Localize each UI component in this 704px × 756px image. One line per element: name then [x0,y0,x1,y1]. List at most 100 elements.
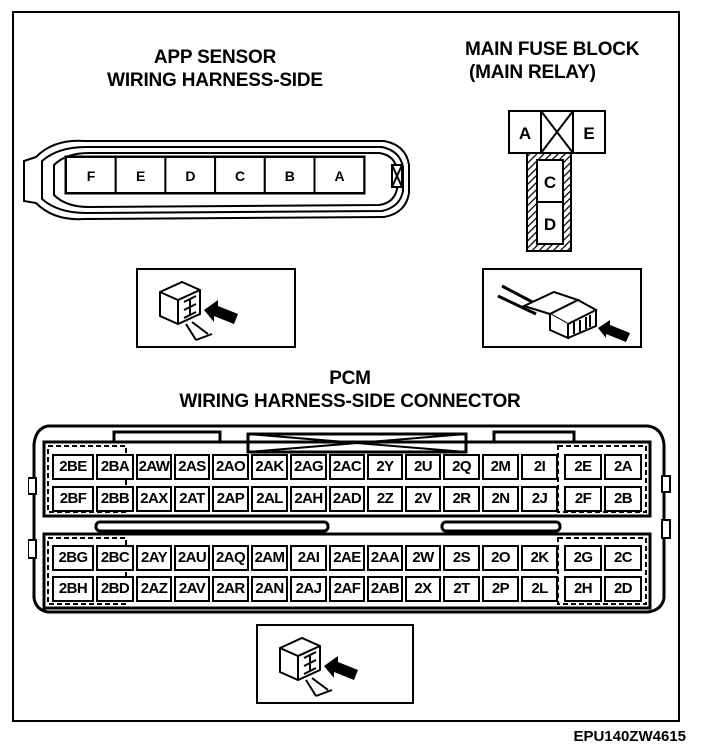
pcm-terminal-2AY: 2AY [136,545,172,571]
pcm-terminal-2AQ: 2AQ [212,545,249,571]
pcm-terminal-2AI: 2AI [290,545,327,571]
svg-text:D: D [185,168,195,184]
pcm-connector-housing [28,424,671,614]
pcm-terminal-2BB: 2BB [96,486,134,512]
main-relay-connector: A E CD [508,110,606,252]
diagram-frame [12,11,680,722]
pcm-terminal-2S: 2S [443,545,480,571]
pcm-terminal-2C: 2C [604,545,642,571]
connector-wire-side-view-icon [497,284,630,342]
pcm-terminal-2U: 2U [405,454,441,480]
relay-terminal-A: A [508,110,542,154]
app-terminal-E: E [114,156,167,194]
pcm-terminal-2BE: 2BE [52,454,94,480]
pcm-terminal-2G: 2G [564,545,602,571]
figure-reference-code: EPU140ZW4615 [573,728,686,745]
svg-text:C: C [544,173,556,192]
relay-terminal-D: D [536,201,564,245]
app-terminal-F: F [65,156,117,194]
pcm-terminal-2AO: 2AO [212,454,249,480]
pcm-terminal-2AN: 2AN [251,576,288,602]
svg-text:B: B [285,168,295,184]
pcm-terminal-2AK: 2AK [251,454,288,480]
pcm-terminal-2Z: 2Z [367,486,403,512]
pcm-title: PCM WIRING HARNESS-SIDE CONNECTOR [120,367,580,413]
pcm-terminal-2AP: 2AP [212,486,249,512]
pcm-terminal-2BF: 2BF [52,486,94,512]
relay-blocked-cell [540,110,574,154]
svg-text:F: F [87,168,96,184]
app-terminal-C: C [214,156,266,194]
svg-text:A: A [519,124,531,143]
app-terminal-B: B [263,156,316,194]
pcm-view-box [256,624,414,704]
relay-terminal-C: C [536,159,564,203]
pcm-terminal-2B: 2B [604,486,642,512]
pcm-terminal-2AX: 2AX [136,486,172,512]
svg-text:E: E [136,168,145,184]
pcm-terminal-2AC: 2AC [329,454,365,480]
pcm-terminal-2T: 2T [443,576,480,602]
svg-text:E: E [583,124,594,143]
pcm-terminal-2AS: 2AS [174,454,210,480]
pcm-terminal-2AT: 2AT [174,486,210,512]
pcm-terminal-2A: 2A [604,454,642,480]
pcm-terminal-2N: 2N [482,486,519,512]
pcm-terminal-2J: 2J [521,486,558,512]
pcm-terminal-2AB: 2AB [367,576,403,602]
pcm-terminal-2E: 2E [564,454,602,480]
app-terminal-D: D [164,156,217,194]
pcm-terminal-2AU: 2AU [174,545,210,571]
pcm-terminal-2BD: 2BD [96,576,134,602]
pcm-terminal-2AL: 2AL [251,486,288,512]
app-terminal-A: A [313,156,366,194]
main-fuse-block-title-line1: MAIN FUSE BLOCK [465,39,640,60]
app-sensor-view-box [136,268,296,348]
pcm-terminal-2AR: 2AR [212,576,249,602]
pcm-terminal-2M: 2M [482,454,519,480]
pcm-terminal-2F: 2F [564,486,602,512]
connector-front-view-icon [159,280,238,341]
main-relay-view-box [482,268,642,348]
pcm-terminal-2R: 2R [443,486,480,512]
pcm-terminal-2Q: 2Q [443,454,480,480]
pcm-terminal-2D: 2D [604,576,642,602]
pcm-title-line1: PCM [329,368,371,389]
app-sensor-title-line2: WIRING HARNESS-SIDE [107,70,323,91]
pcm-terminal-2BA: 2BA [96,454,134,480]
pcm-terminal-2AM: 2AM [251,545,288,571]
pcm-terminal-2O: 2O [482,545,519,571]
pcm-terminal-2H: 2H [564,576,602,602]
pcm-terminal-2AW: 2AW [136,454,172,480]
pcm-terminal-2AV: 2AV [174,576,210,602]
pcm-terminal-2AE: 2AE [329,545,365,571]
pcm-terminal-2AD: 2AD [329,486,365,512]
pcm-terminal-2P: 2P [482,576,519,602]
pcm-terminal-2W: 2W [405,545,441,571]
pcm-terminal-2L: 2L [521,576,558,602]
pcm-terminal-2BC: 2BC [96,545,134,571]
pcm-terminal-2K: 2K [521,545,558,571]
app-sensor-title-line1: APP SENSOR [153,47,277,68]
main-fuse-block-title: MAIN FUSE BLOCK (MAIN RELAY) [455,38,675,84]
relay-terminal-E: E [572,110,606,154]
pcm-terminal-2BH: 2BH [52,576,94,602]
pcm-terminal-2AG: 2AG [290,454,327,480]
app-sensor-title: APP SENSOR WIRING HARNESS-SIDE [60,46,370,92]
pcm-terminal-2AJ: 2AJ [290,576,327,602]
pcm-terminal-2I: 2I [521,454,558,480]
connector-front-view-icon [279,636,358,697]
pcm-terminal-2AZ: 2AZ [136,576,172,602]
pcm-terminal-2X: 2X [405,576,441,602]
pcm-terminal-2V: 2V [405,486,441,512]
pcm-terminal-2AH: 2AH [290,486,327,512]
main-fuse-block-title-line2: (MAIN RELAY) [469,62,596,83]
pcm-terminal-2Y: 2Y [367,454,403,480]
svg-text:A: A [334,168,344,184]
pcm-terminal-2AF: 2AF [329,576,365,602]
svg-text:C: C [235,168,245,184]
pcm-title-line2: WIRING HARNESS-SIDE CONNECTOR [179,391,521,412]
pcm-terminal-2AA: 2AA [367,545,403,571]
pcm-terminal-2BG: 2BG [52,545,94,571]
